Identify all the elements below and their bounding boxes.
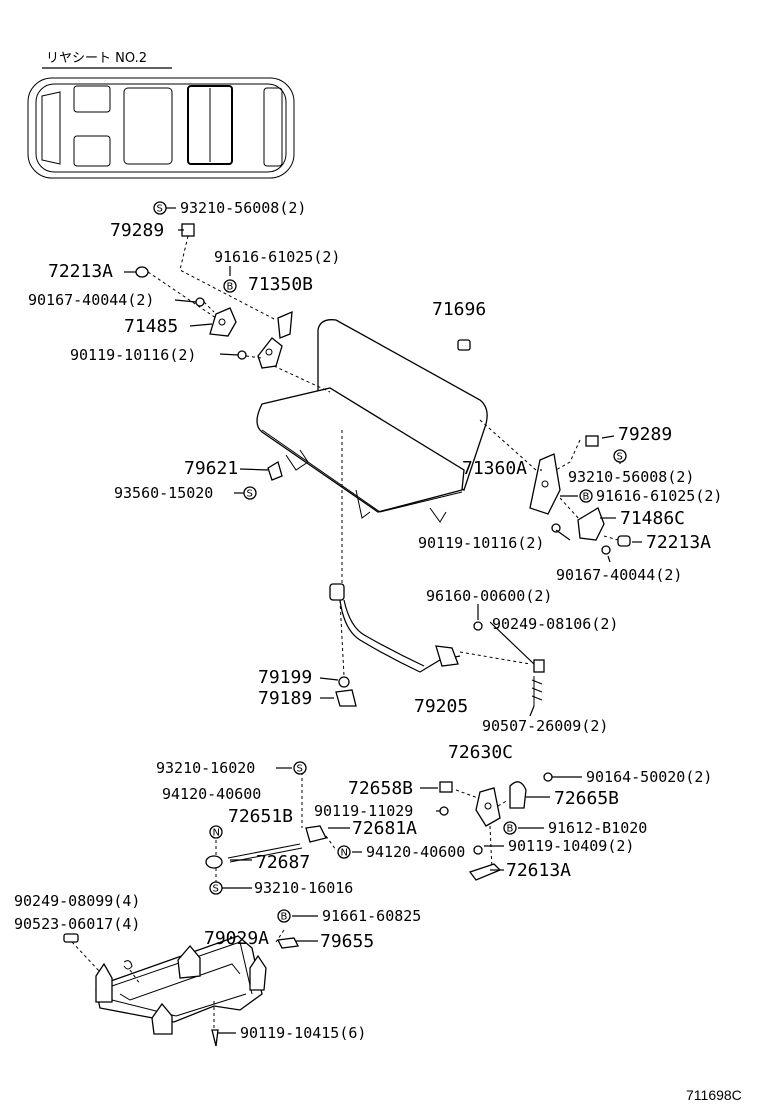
n-symbol: N: [213, 828, 220, 839]
b-symbol: B: [281, 912, 288, 923]
bolt-90249-08099: [63, 933, 79, 943]
part-72213A-left: [135, 266, 149, 278]
bolt-90119-10415: [211, 1029, 219, 1047]
part-72658B: [439, 781, 453, 793]
label-72681A: 72681A: [352, 818, 417, 839]
part-71485: [209, 307, 237, 337]
part-72630C: [475, 787, 501, 827]
label-96160-00600: 96160-00600(2): [426, 587, 552, 605]
label-79199: 79199: [258, 667, 312, 688]
label-90507-26009: 90507-26009(2): [482, 717, 608, 735]
part-79289-right: [585, 435, 599, 447]
label-71350B: 71350B: [248, 274, 313, 295]
label-79205: 79205: [414, 696, 468, 717]
part-71360A: [529, 453, 561, 515]
s-symbol: S: [297, 764, 303, 775]
b-symbol: B: [227, 282, 234, 293]
label-79289-right: 79289: [618, 424, 672, 445]
label-94120-40600-lower: 94120-40600: [366, 843, 465, 861]
label-90119-10409: 90119-10409(2): [508, 837, 634, 855]
label-90167-40044-right: 90167-40044(2): [556, 566, 682, 584]
leader-lines: [124, 207, 642, 1034]
label-71360A: 71360A: [462, 458, 527, 479]
label-72665B: 72665B: [554, 788, 619, 809]
part-72651B: [205, 855, 223, 869]
label-93210-56008-left: 93210-56008(2): [180, 199, 306, 217]
symbol-markers: S B S S B S N N B S B: [153, 201, 627, 923]
label-71485: 71485: [124, 316, 178, 337]
label-72213A-left: 72213A: [48, 261, 113, 282]
label-90119-10116-left: 90119-10116(2): [70, 346, 196, 364]
n-symbol: N: [341, 848, 348, 859]
part-72681A: [305, 825, 327, 843]
seat-track-79029A: [63, 929, 299, 1047]
label-72658B: 72658B: [348, 778, 413, 799]
label-79029A: 79029A: [204, 928, 269, 949]
seat-cushion-and-back: [256, 319, 488, 523]
label-79189: 79189: [258, 688, 312, 709]
label-72613A: 72613A: [506, 860, 571, 881]
part-71350B: [277, 310, 293, 339]
label-90119-10415: 90119-10415(6): [240, 1024, 366, 1042]
part-72613A: [468, 863, 502, 881]
diagram-title: リヤシート NO.2: [46, 51, 147, 66]
label-91616-61025-right: 91616-61025(2): [596, 487, 722, 505]
part-labels: 93210-56008(2) 79289 91616-61025(2) 7221…: [14, 199, 742, 1103]
label-72687: 72687: [256, 852, 310, 873]
left-link-assembly: [205, 772, 337, 882]
label-72630C: 72630C: [448, 742, 513, 763]
spring-90507: [531, 676, 543, 706]
label-90119-11029: 90119-11029: [314, 802, 413, 820]
label-79621: 79621: [184, 458, 238, 479]
label-93210-56008-right: 93210-56008(2): [568, 468, 694, 486]
part-71696: [457, 339, 471, 351]
label-90523-06017: 90523-06017(4): [14, 915, 140, 933]
label-91612-B1020: 91612-B1020: [548, 819, 647, 837]
label-72651B: 72651B: [228, 806, 293, 827]
s-symbol: S: [157, 204, 163, 215]
s-symbol: S: [617, 452, 623, 463]
label-79289-left: 79289: [110, 220, 164, 241]
part-72665B: [509, 781, 527, 809]
label-90249-08106: 90249-08106(2): [492, 615, 618, 633]
label-90164-50020: 90164-50020(2): [586, 768, 712, 786]
diagram-code: 711698C: [686, 1087, 742, 1103]
part-72213A-right: [617, 535, 631, 547]
label-94120-40600-upper: 94120-40600: [162, 785, 261, 803]
s-symbol: S: [213, 884, 219, 895]
label-91661-60825: 91661-60825: [322, 907, 421, 925]
label-93210-16020: 93210-16020: [156, 759, 255, 777]
label-71696: 71696: [432, 299, 486, 320]
cable-79205: [329, 430, 545, 707]
label-71486C: 71486C: [620, 508, 685, 529]
part-71486C: [577, 507, 605, 541]
label-90167-40044-left: 90167-40044(2): [28, 291, 154, 309]
lower-lock-assembly: [439, 772, 553, 881]
label-90119-10116-right: 90119-10116(2): [418, 534, 544, 552]
clip-90523: [123, 960, 133, 970]
van-seat-map: [27, 77, 295, 179]
label-93210-16016: 93210-16016: [254, 879, 353, 897]
label-72213A-right: 72213A: [646, 532, 711, 553]
right-hinge-group: [479, 419, 631, 555]
label-91616-61025-left: 91616-61025(2): [214, 248, 340, 266]
part-79655: [277, 937, 299, 949]
label-93560-15020: 93560-15020: [114, 484, 213, 502]
label-79655: 79655: [320, 931, 374, 952]
left-hinge-group: [135, 223, 331, 393]
b-symbol: B: [507, 824, 514, 835]
label-90249-08099: 90249-08099(4): [14, 892, 140, 910]
b-symbol: B: [583, 492, 590, 503]
s-symbol: S: [247, 489, 253, 500]
